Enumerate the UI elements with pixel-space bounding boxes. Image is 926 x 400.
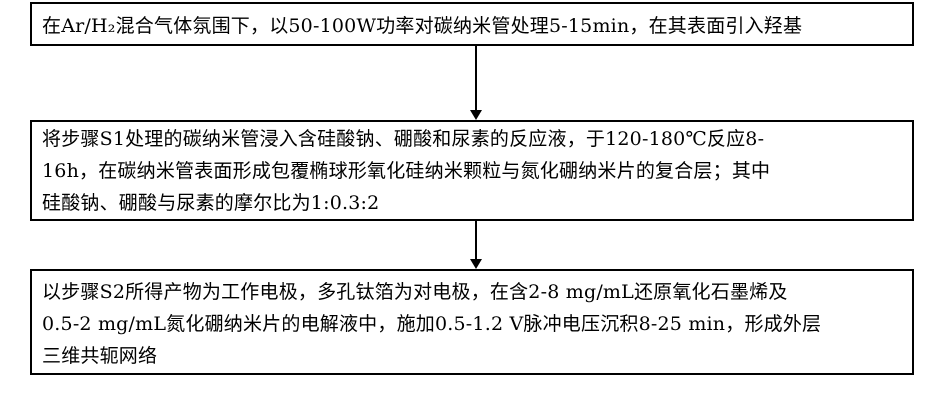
arrow-1-head [470,110,482,120]
step-2-text: 将步骤S1处理的碳纳米管浸入含硅酸钠、硼酸和尿素的反应液，于120-180℃反应… [42,123,912,219]
step-3-text: 以步骤S2所得产物为工作电极，多孔钛箔为对电极，在含2-8 mg/mL还原氧化石… [42,276,912,372]
arrow-step1-to-step2 [470,46,482,120]
step-1-box: 在Ar/H₂混合气体氛围下，以50-100W功率对碳纳米管处理5-15min，在… [30,2,914,46]
arrow-2-head [470,259,482,269]
arrow-1-line [475,46,477,110]
step-3-box: 以步骤S2所得产物为工作电极，多孔钛箔为对电极，在含2-8 mg/mL还原氧化石… [30,269,914,375]
step-1-text: 在Ar/H₂混合气体氛围下，以50-100W功率对碳纳米管处理5-15min，在… [42,10,912,42]
step-2-box: 将步骤S1处理的碳纳米管浸入含硅酸钠、硼酸和尿素的反应液，于120-180℃反应… [30,120,914,221]
arrow-2-line [475,221,477,259]
arrow-step2-to-step3 [470,221,482,269]
